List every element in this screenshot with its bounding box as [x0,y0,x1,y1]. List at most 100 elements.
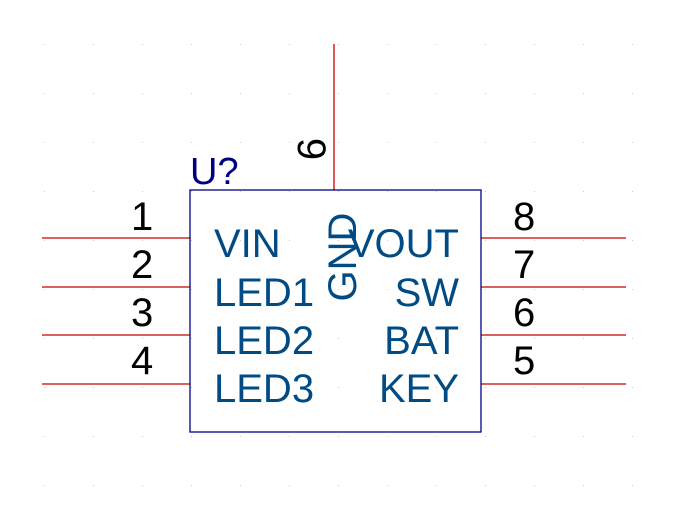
pin-name-led3: LED3 [214,367,314,411]
grid-dot [240,191,241,192]
grid-dot [583,387,584,388]
pin-number-9: 9 [289,138,333,160]
grid-dot [44,93,45,94]
grid-dot [93,240,94,241]
pin-name-bat: BAT [384,319,459,363]
grid-dot [240,485,241,486]
grid-dot [632,142,633,143]
grid-dot [583,338,584,339]
grid-dot [583,93,584,94]
grid-dot [93,338,94,339]
grid-dot [632,191,633,192]
grid-dot [436,436,437,437]
grid-dot [93,485,94,486]
grid-dot [534,93,535,94]
grid-dot [93,191,94,192]
grid-dot [436,338,437,339]
grid-dot [44,142,45,143]
grid-dot [142,240,143,241]
grid-dot [289,191,290,192]
grid-dot [289,44,290,45]
grid-dot [93,142,94,143]
grid-dot [485,289,486,290]
grid-dot [93,289,94,290]
grid-dots [44,44,633,486]
grid-dot [338,191,339,192]
grid-dot [436,93,437,94]
grid-dot [338,485,339,486]
pin-number-2: 2 [131,243,153,287]
grid-dot [338,93,339,94]
pin-name-key: KEY [379,367,459,411]
grid-dot [485,338,486,339]
pin-name-led1: LED1 [214,271,314,315]
grid-dot [632,387,633,388]
grid-dot [240,240,241,241]
grid-dot [93,44,94,45]
grid-dot [583,240,584,241]
grid-dot [289,338,290,339]
grid-dot [240,93,241,94]
grid-dot [387,338,388,339]
grid-dot [436,44,437,45]
grid-dot [485,142,486,143]
grid-dot [583,289,584,290]
grid-dot [632,436,633,437]
grid-dot [632,44,633,45]
grid-dot [191,387,192,388]
grid-dot [338,142,339,143]
grid-dot [289,289,290,290]
grid-dot [338,289,339,290]
grid-dot [632,338,633,339]
grid-dot [436,191,437,192]
grid-dot [632,93,633,94]
grid-dot [142,191,143,192]
grid-dot [93,436,94,437]
pin-number-7: 7 [513,243,535,287]
grid-dot [485,436,486,437]
grid-dot [436,289,437,290]
grid-dot [44,191,45,192]
reference-designator[interactable]: U? [190,151,239,193]
grid-dot [44,387,45,388]
grid-dot [534,485,535,486]
pin-number-6: 6 [513,291,535,335]
grid-dot [583,485,584,486]
grid-dot [142,93,143,94]
grid-dot [142,436,143,437]
grid-dot [142,44,143,45]
grid-dot [240,387,241,388]
grid-dot [534,338,535,339]
component-body[interactable] [189,189,482,433]
grid-dot [485,93,486,94]
grid-dot [534,44,535,45]
grid-dot [583,142,584,143]
grid-dot [289,387,290,388]
pin-name-vin: VIN [214,222,281,266]
grid-dot [142,142,143,143]
pin-number-5: 5 [513,339,535,383]
grid-dot [583,44,584,45]
grid-dot [534,289,535,290]
pin-number-8: 8 [513,195,535,239]
grid-dot [436,142,437,143]
grid-dot [191,44,192,45]
grid-dot [583,191,584,192]
grid-dot [240,142,241,143]
pin-name-sw: SW [395,271,460,315]
grid-dot [44,485,45,486]
grid-dot [191,436,192,437]
grid-dot [191,93,192,94]
grid-dot [632,289,633,290]
grid-dot [142,387,143,388]
grid-dot [240,289,241,290]
grid-dot [534,142,535,143]
pin-number-4: 4 [131,339,153,383]
grid-dot [534,387,535,388]
grid-dot [632,485,633,486]
grid-dot [485,240,486,241]
pin-name-led2: LED2 [214,319,314,363]
grid-dot [387,436,388,437]
grid-dot [534,240,535,241]
